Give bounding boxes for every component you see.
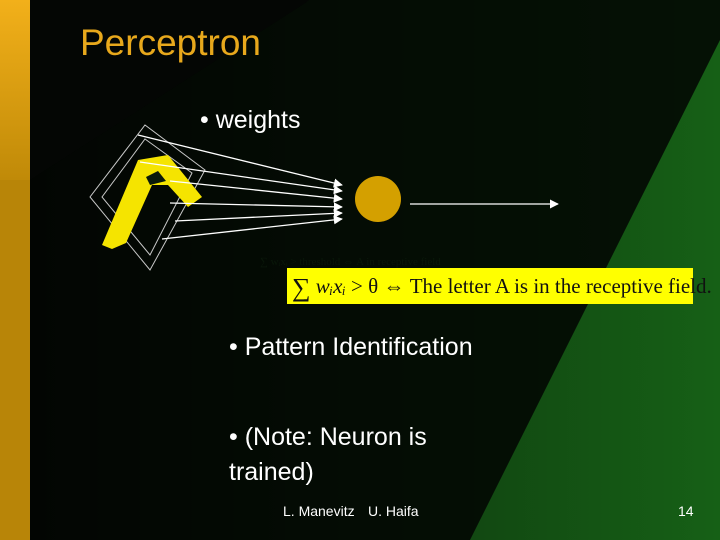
formula-text: The letter A is in the receptive field. — [409, 274, 712, 298]
perceptron-diagram — [89, 124, 559, 271]
formula-relation: > θ ⇔ — [345, 274, 410, 298]
activation-formula: ∑ wᵢxᵢ > θ ⇔ The letter A is in the rece… — [292, 273, 712, 303]
left-accent-bar-bottom — [0, 180, 30, 540]
formula-ghost-text: ∑ wᵢxᵢ > threshold ⇔ A in receptive fiel… — [260, 256, 441, 268]
footer-author: L. Manevitz — [283, 503, 355, 519]
letter-a-hole — [146, 171, 166, 185]
bullet-pattern-identification: • Pattern Identification — [229, 333, 473, 361]
page-number: 14 — [678, 503, 694, 519]
footer-affiliation: U. Haifa — [368, 503, 419, 519]
left-accent-bar-top — [0, 0, 30, 180]
formula-lhs: wᵢxᵢ — [315, 274, 346, 298]
letter-a-shape — [102, 155, 202, 249]
receptive-field-frame — [89, 124, 206, 271]
sum-symbol: ∑ — [292, 273, 311, 302]
input-weight-arrows — [137, 134, 343, 240]
bullet-note: • (Note: Neuron is trained) — [229, 423, 427, 486]
neuron-node — [355, 176, 401, 222]
bullet-weights: • weights — [200, 106, 301, 134]
slide-title: Perceptron — [80, 22, 261, 63]
formula-highlight — [287, 268, 693, 304]
